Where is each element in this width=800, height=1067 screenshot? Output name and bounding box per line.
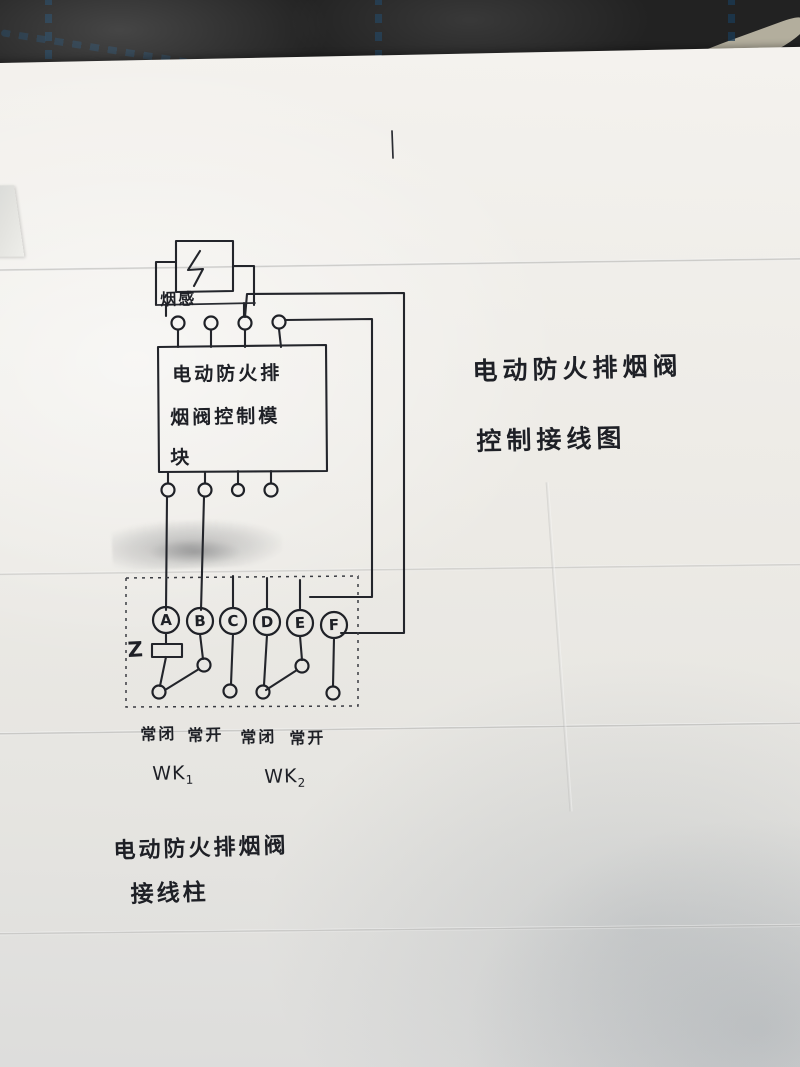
contact-label-no-2: 常开 [289, 728, 326, 748]
terminal-block-caption-line1: 电动防火排烟阀 [113, 833, 289, 864]
module-label-line3: 块 [170, 446, 193, 469]
smoke-detector-label: 烟感 [160, 289, 197, 309]
pencil-smudge-core [150, 540, 240, 564]
wk2-subscript: 2 [297, 775, 307, 790]
paper-corner-fold [0, 185, 25, 257]
contact-label-nc-1: 常闭 [140, 724, 177, 744]
wk1-name: WK [152, 762, 186, 785]
wk1-subscript: 1 [185, 772, 195, 787]
terminal-label-E: E [294, 613, 306, 633]
terminal-block-caption-line2: 接线柱 [130, 879, 209, 908]
terminal-label-B: B [193, 611, 207, 631]
terminal-label-A: A [159, 610, 173, 630]
contact-label-no-1: 常开 [187, 725, 224, 745]
terminal-label-C: C [227, 611, 239, 631]
module-label-line2: 烟阀控制模 [170, 405, 281, 429]
contact-label-nc-2: 常闭 [240, 727, 277, 747]
paper-crease-4 [0, 923, 800, 936]
paper-crease-vertical [545, 482, 573, 812]
terminal-label-F: F [328, 615, 340, 635]
coil-label-Z: Z [127, 637, 144, 662]
switch-group-wk2: WK2 [264, 765, 307, 791]
paper-crease-3 [0, 721, 800, 736]
wk2-name: WK [264, 765, 298, 788]
paper-crease-1 [0, 257, 800, 273]
terminal-label-D: D [260, 612, 274, 632]
diagram-title-line1: 电动防火排烟阀 [472, 351, 683, 386]
switch-group-wk1: WK1 [152, 762, 195, 788]
module-label-line1: 电动防火排 [172, 362, 283, 386]
diagram-title-line2: 控制接线图 [476, 423, 627, 456]
